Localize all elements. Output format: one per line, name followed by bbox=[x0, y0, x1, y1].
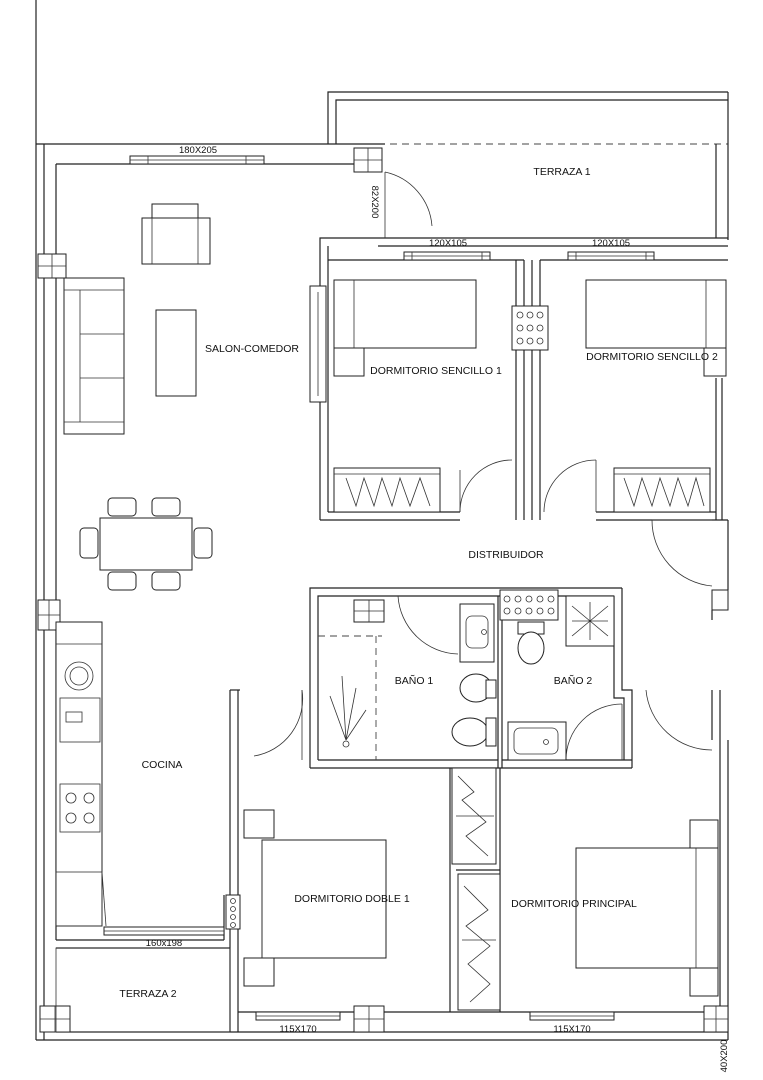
column-right-mid bbox=[711, 589, 729, 611]
column-top-left bbox=[37, 253, 67, 279]
coffee-table bbox=[155, 309, 197, 397]
label-dormitorio-sencillo-2: DORMITORIO SENCILLO 2 bbox=[586, 351, 718, 363]
column-bano1 bbox=[353, 599, 385, 623]
column-bottom-mid bbox=[353, 1005, 385, 1033]
doors bbox=[253, 171, 713, 761]
column-salon-terrace bbox=[353, 147, 383, 173]
label-dormitorio-principal: DORMITORIO PRINCIPAL bbox=[511, 898, 637, 910]
dim-cocina-window: 160x198 bbox=[146, 938, 182, 949]
dim-sencillo2-window: 120X105 bbox=[592, 238, 630, 249]
dim-terrace-door: 82X200 bbox=[369, 186, 380, 219]
dim-sencillo1-window: 120X105 bbox=[429, 238, 467, 249]
armchair bbox=[141, 203, 211, 265]
column-bottom-right bbox=[703, 1005, 729, 1033]
label-dormitorio-doble-1: DORMITORIO DOBLE 1 bbox=[294, 893, 409, 905]
bed-principal bbox=[575, 819, 719, 997]
bano1-fixtures bbox=[451, 603, 497, 747]
dim-principal-window: 115X170 bbox=[553, 1024, 590, 1035]
shower-bano-1 bbox=[318, 635, 382, 760]
sofa bbox=[63, 277, 125, 435]
furniture bbox=[55, 203, 727, 1033]
dimension-labels: 180X205 82X200 120X105 120X105 160x198 1… bbox=[146, 145, 730, 1072]
dim-doble1-window: 115X170 bbox=[279, 1024, 316, 1035]
column-bottom-left bbox=[39, 1005, 71, 1033]
shaft-vents-center bbox=[511, 305, 549, 351]
label-terraza-2: TERRAZA 2 bbox=[119, 988, 176, 1000]
bano2-fixtures bbox=[507, 595, 615, 761]
label-terraza-1: TERRAZA 1 bbox=[533, 166, 590, 178]
bed-sencillo-2 bbox=[585, 279, 727, 377]
shaft-vents-bano bbox=[499, 589, 559, 621]
bed-sencillo-1 bbox=[333, 279, 477, 377]
label-distribuidor: DISTRIBUIDOR bbox=[468, 549, 544, 561]
column-mid-left bbox=[37, 599, 61, 631]
interior-walls bbox=[56, 237, 728, 1032]
label-dormitorio-sencillo-1: DORMITORIO SENCILLO 1 bbox=[370, 365, 502, 377]
bed-doble-1 bbox=[243, 809, 387, 987]
windows bbox=[103, 155, 655, 1021]
label-salon-comedor: SALON-COMEDOR bbox=[205, 343, 299, 355]
label-cocina: COCINA bbox=[142, 759, 183, 771]
label-bano-1: BAÑO 1 bbox=[395, 674, 434, 687]
dim-salon-window: 180X205 bbox=[179, 145, 217, 156]
dim-corner-door: 40X200 bbox=[719, 1040, 730, 1073]
dining-table bbox=[79, 497, 213, 591]
wardrobe-sencillo-2 bbox=[613, 467, 711, 513]
label-bano-2: BAÑO 2 bbox=[554, 674, 593, 687]
closet-upper bbox=[451, 767, 497, 865]
closet-lower bbox=[457, 873, 501, 1011]
columns bbox=[37, 147, 729, 1033]
room-labels: TERRAZA 1 SALON-COMEDOR DORMITORIO SENCI… bbox=[119, 166, 718, 1000]
shaft-vents-cocina bbox=[225, 894, 241, 930]
kitchen-counter bbox=[55, 621, 107, 927]
wardrobe-sencillo-1 bbox=[333, 467, 441, 513]
